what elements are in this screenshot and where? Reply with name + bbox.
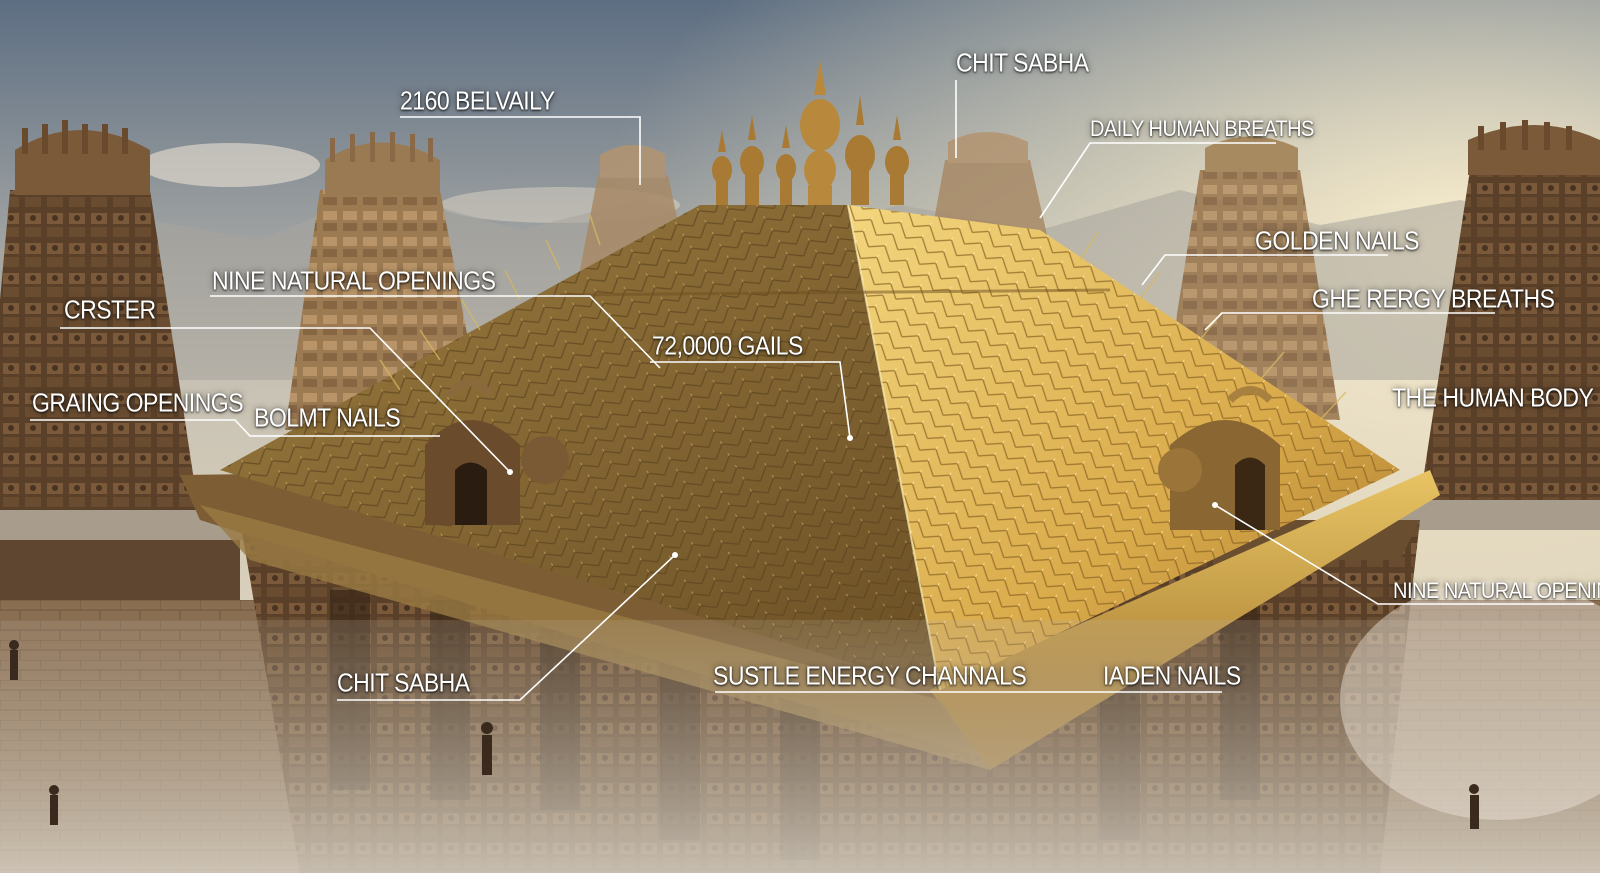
leader-nine-openings-left bbox=[210, 295, 661, 369]
mist-right bbox=[1340, 580, 1600, 820]
label-2160-belvaily: 2160 BELVAILY bbox=[400, 85, 555, 115]
leader-lines bbox=[30, 80, 1594, 701]
leader-golden-nails bbox=[1141, 254, 1388, 286]
left-gopuram bbox=[0, 120, 250, 600]
leader-belvaily bbox=[400, 116, 641, 185]
left-dormer bbox=[425, 378, 569, 525]
label-crster: CRSTER bbox=[64, 294, 156, 324]
right-dormer bbox=[1158, 386, 1280, 530]
label-nine-natural-openings-right: NINE NATURAL OPENINGS bbox=[1393, 578, 1600, 604]
label-sustle-energy-channals: SUSTLE ENERGY CHANNALS bbox=[713, 660, 1027, 690]
label-daily-human-breaths: DAILY HUMAN BREATHS bbox=[1090, 116, 1314, 142]
label-nine-natural-openings-left: NINE NATURAL OPENINGS bbox=[212, 265, 496, 295]
right-gopuram bbox=[1380, 120, 1600, 530]
roof-nails bbox=[379, 214, 1347, 421]
roof-finials bbox=[712, 60, 909, 205]
label-chit-sabha-top: CHIT SABHA bbox=[956, 47, 1089, 77]
leader-daily-breaths bbox=[1039, 142, 1276, 219]
label-bolmt-nails: BOLMT NAILS bbox=[254, 402, 401, 432]
leader-crster bbox=[60, 327, 511, 473]
label-golden-nails-right: GOLDEN NAILS bbox=[1255, 225, 1420, 255]
leader-72000-gails bbox=[650, 361, 851, 439]
leader-graing-bolmt bbox=[30, 419, 440, 437]
ground-fog bbox=[0, 620, 1600, 873]
golden-roof bbox=[220, 204, 1400, 691]
label-graing-openings: GRAING OPENINGS bbox=[32, 387, 244, 417]
cloud bbox=[140, 143, 320, 187]
leader-nine-openings-right bbox=[1214, 504, 1594, 605]
leader-chit-sabha-bottom bbox=[337, 554, 676, 701]
label-the-human-body: THE HUMAN BODY bbox=[1392, 382, 1594, 412]
label-ghe-rergy-breaths: GHE RERGY BREATHS bbox=[1312, 283, 1555, 313]
label-iaden-nails: IADEN NAILS bbox=[1103, 660, 1241, 690]
leader-dots bbox=[507, 435, 1218, 558]
visitor-figures bbox=[9, 640, 1479, 829]
label-chit-sabha-bottom: CHIT SABHA bbox=[337, 667, 470, 697]
label-72000-gails: 72,0000 GAILS bbox=[652, 330, 803, 360]
leader-energy-breaths bbox=[1204, 312, 1495, 331]
